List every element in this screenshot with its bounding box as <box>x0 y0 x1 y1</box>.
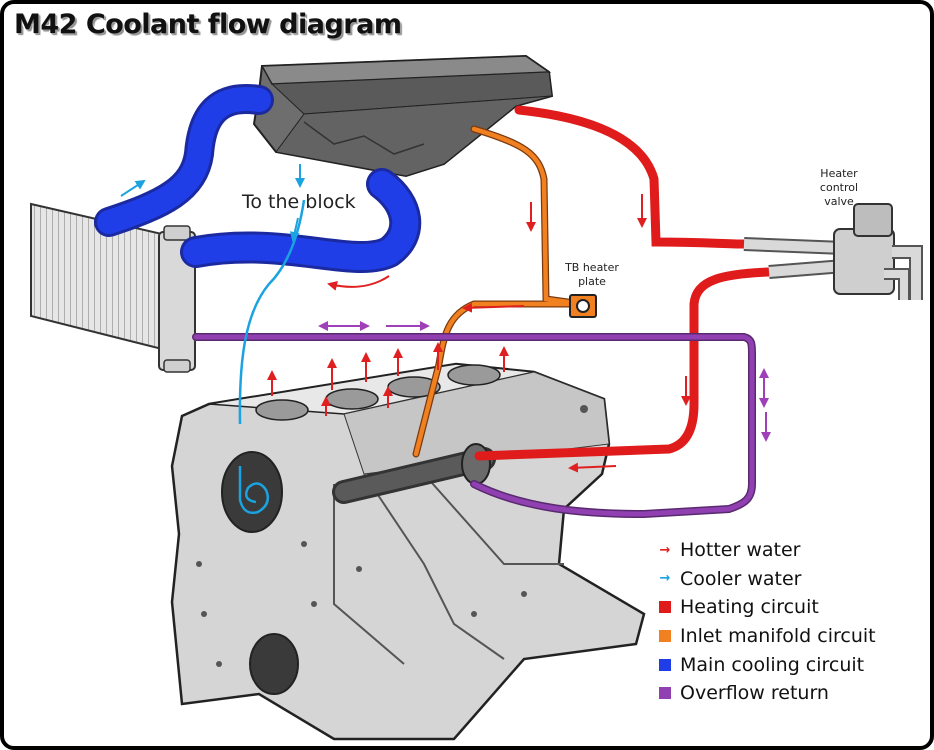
legend-label: Hotter water <box>680 539 801 562</box>
coolant-diagram <box>30 54 923 741</box>
overflow-return <box>192 333 756 519</box>
legend-item-cooler-water: → Cooler water <box>658 565 876 594</box>
legend-item-inlet-manifold-circuit: Inlet manifold circuit <box>658 622 876 651</box>
to-the-block-label: To the block <box>242 191 356 213</box>
legend-label: Heating circuit <box>680 596 819 619</box>
inlet-manifold-circuit <box>412 125 597 458</box>
legend-label: Cooler water <box>680 567 802 590</box>
block-outlet-pipe <box>332 443 496 504</box>
main-cooling-circuit <box>94 84 422 273</box>
red-arrow-icon: → <box>659 542 671 558</box>
cylinder-head <box>252 54 554 178</box>
engine-block <box>170 362 646 741</box>
purple-swatch-icon <box>659 687 671 700</box>
legend-label: Main cooling circuit <box>680 653 865 676</box>
legend-label: Inlet manifold circuit <box>680 625 876 648</box>
diagram-title: M42 Coolant flow diagram <box>14 9 402 40</box>
heater-control-valve-label: Heater control valve <box>819 167 859 208</box>
legend-item-heating-circuit: Heating circuit <box>658 593 876 622</box>
blue-arrow-icon: → <box>659 571 671 587</box>
radiator <box>30 202 196 373</box>
red-swatch-icon <box>659 601 671 614</box>
tb-heater-plate-label: TB heater plate <box>565 261 619 288</box>
legend-item-hotter-water: → Hotter water <box>658 536 876 565</box>
legend-item-main-cooling-circuit: Main cooling circuit <box>658 650 876 679</box>
legend-item-overflow-return: Overflow return <box>658 679 876 708</box>
heating-circuit <box>474 105 774 461</box>
flow-arrows <box>120 164 771 473</box>
legend-label: Overflow return <box>680 682 829 705</box>
legend: → Hotter water → Cooler water Heating ci… <box>658 536 876 708</box>
blue-swatch-icon <box>659 658 671 671</box>
heater-control-valve <box>743 203 923 300</box>
orange-swatch-icon <box>659 630 671 643</box>
